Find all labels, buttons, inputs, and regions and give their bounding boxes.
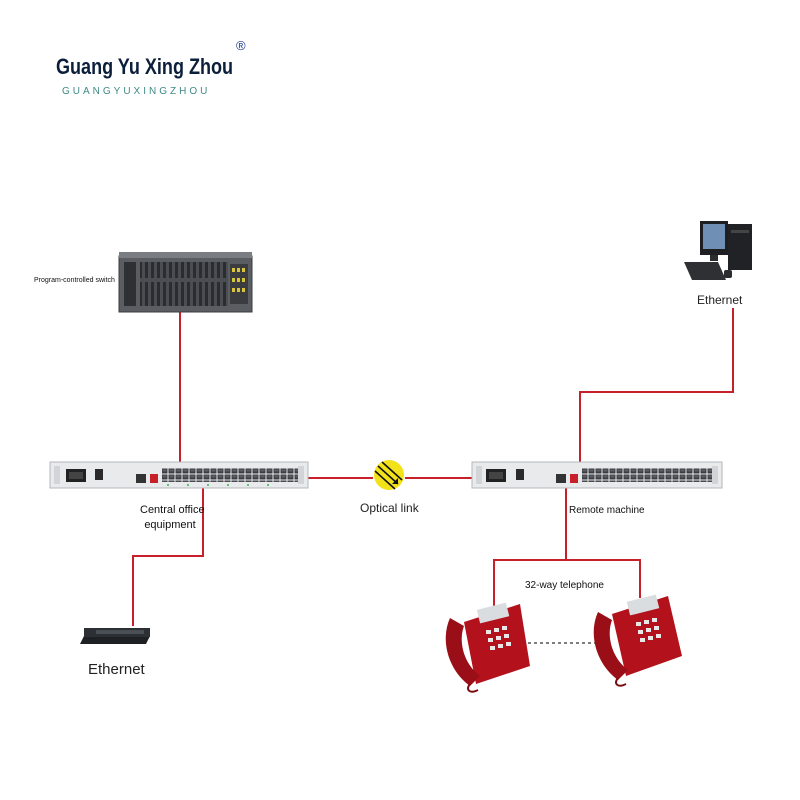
telephone-label: 32-way telephone	[525, 580, 604, 591]
link-central-to-ethernet	[132, 487, 204, 626]
logo-name: Guang Yu Xing Zhou	[56, 54, 234, 79]
switch-label: Program-controlled switch	[34, 277, 115, 284]
link-remote-to-phone-right	[566, 559, 641, 598]
optical-link-icon	[374, 460, 404, 490]
remote-machine-label: Remote machine	[569, 505, 645, 516]
central-office-label: Central office equipment	[140, 503, 205, 533]
central-office-label-line2: equipment	[144, 519, 196, 531]
central-office-label-line1: Central office	[140, 504, 205, 516]
optical-link-label: Optical link	[360, 501, 419, 515]
ethernet-right-label: Ethernet	[697, 293, 743, 307]
ethernet-switch	[80, 628, 150, 644]
telephone-left	[445, 602, 530, 693]
logo-subtitle: GUANGYUXINGZHOU	[62, 86, 211, 97]
link-pc-to-remote	[579, 308, 734, 462]
central-office-equipment	[49, 461, 309, 489]
telephone-right	[593, 594, 682, 687]
desktop-pc-icon	[684, 221, 752, 280]
ethernet-left-label: Ethernet	[88, 661, 145, 678]
registered-mark: ®	[236, 38, 246, 53]
link-remote-to-phones	[493, 487, 567, 606]
remote-machine	[471, 461, 723, 489]
connection-lines	[132, 308, 734, 626]
program-controlled-switch	[118, 252, 253, 313]
